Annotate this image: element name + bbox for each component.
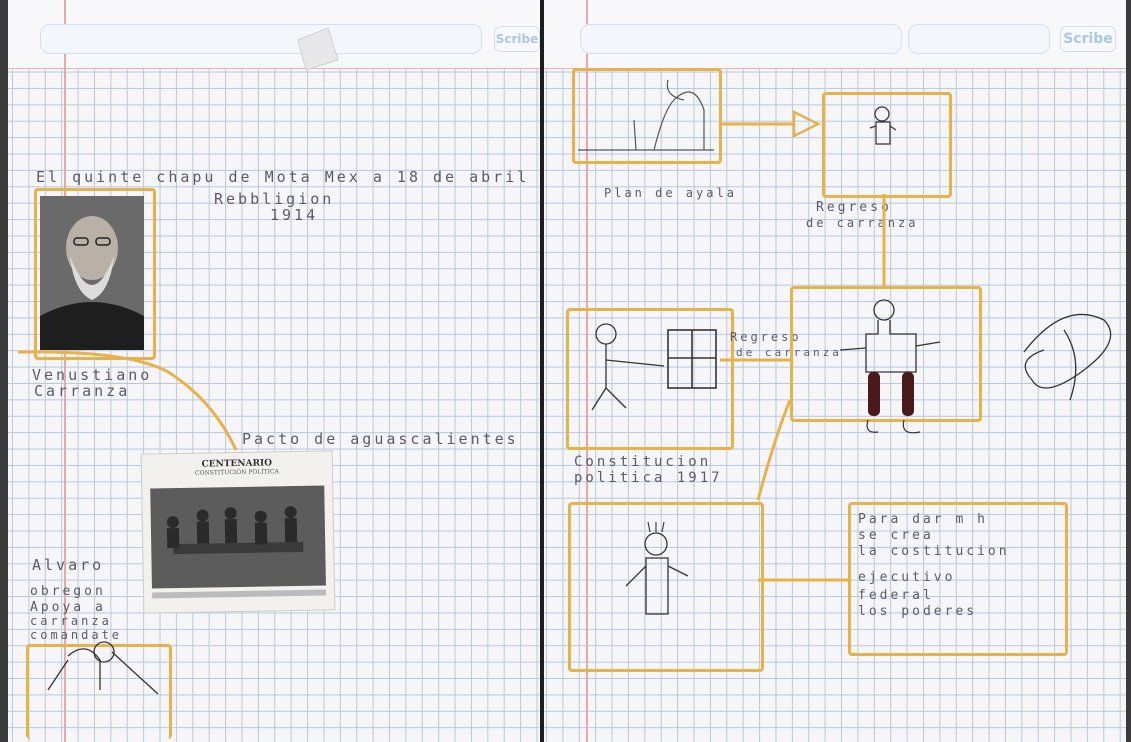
left-page-drawings — [8, 0, 540, 742]
right-page-drawings — [544, 0, 1126, 742]
left-notebook-page: Scribe El quinte chapu de Mota Mex a 18 … — [8, 0, 540, 742]
right-notebook-page: Scribe Plan de ayala Regreso de carranza… — [544, 0, 1126, 742]
